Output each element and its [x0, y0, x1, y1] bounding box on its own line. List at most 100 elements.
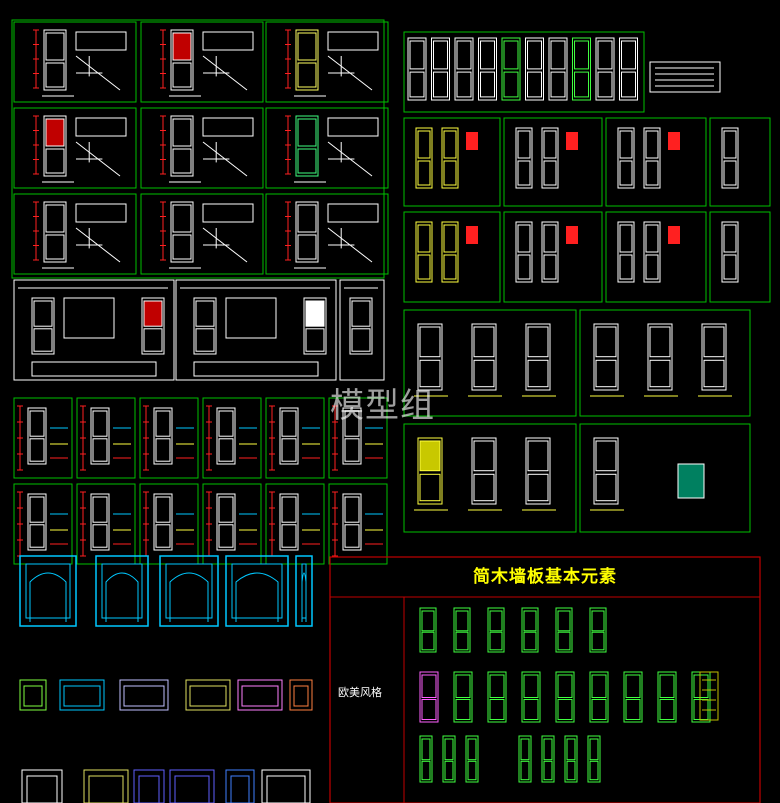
wall-elevation-0-arch — [29, 572, 67, 622]
wall-element-5-inner — [293, 685, 309, 707]
strip-door-5 — [525, 37, 544, 101]
small-door-sheet-0-3 — [202, 397, 262, 479]
small-door-sheet-0-2-door — [153, 407, 173, 465]
wall-panel-1 — [83, 769, 129, 803]
small-door-sheet-0-1-door — [90, 407, 110, 465]
element-door-row3-3-lower-panel — [520, 760, 530, 781]
wall-elevation-3 — [225, 555, 289, 627]
wide-sheet-0-plan — [31, 361, 157, 377]
element-door-row1-3 — [521, 607, 539, 653]
door-sheet-0-2-door — [295, 29, 319, 91]
small-door-sheet-1-2-door — [153, 493, 173, 551]
small-door-sheet-1-3-door — [216, 493, 236, 551]
small-door-sheet-1-0-door — [27, 493, 47, 551]
door-view-sheet-2-door-2-upper-panel — [527, 440, 549, 472]
small-door-sheet-1-4-door — [279, 493, 299, 551]
strip-door-3 — [478, 37, 497, 101]
door-view-sheet-2-door-1 — [471, 437, 497, 505]
wide-sheet-1-door-b-upper-panel — [305, 300, 325, 327]
strip-door-7-upper-panel — [574, 40, 589, 70]
element-door-row2-3-lower-panel — [523, 699, 539, 720]
door-view-sheet-1-door-1-upper-panel — [649, 326, 671, 358]
element-door-row2-3-upper-panel — [523, 674, 539, 698]
wall-element-3 — [185, 679, 231, 711]
pair-sheet-3-door-a-upper-panel — [723, 130, 737, 159]
door-view-sheet-1 — [579, 309, 751, 417]
door-sheet-1-0-door-lower-panel — [45, 148, 65, 174]
strip-door-7-lower-panel — [574, 71, 589, 98]
door-sheet-2-0-door-upper-panel — [45, 204, 65, 233]
small-door-sheet-0-4-door-lower-panel — [281, 438, 297, 462]
element-door-row3-1-lower-panel — [444, 760, 454, 781]
small-door-sheet-1-0-door-lower-panel — [29, 524, 45, 548]
door-sheet-1-2-header — [327, 117, 379, 137]
pair-sheet-6-door-a — [617, 221, 635, 283]
strip-door-4 — [501, 37, 521, 101]
pair-sheet-6-door-b-lower-panel — [645, 254, 659, 280]
wall-elevation-1-arch — [105, 572, 139, 622]
european-style-label: 欧美风格 — [338, 686, 382, 699]
element-door-row3-2-upper-panel — [467, 738, 477, 761]
door-sheet-2-1-door-lower-panel — [172, 234, 192, 260]
door-sheet-2-2-door-lower-panel — [297, 234, 317, 260]
element-door-row2-2 — [487, 671, 507, 723]
door-view-sheet-2-door-1-lower-panel — [473, 473, 495, 502]
strip-door-8-lower-panel — [597, 71, 613, 98]
pair-sheet-5-door-a — [515, 221, 533, 283]
element-door-row2-6-upper-panel — [625, 674, 641, 698]
element-door-row1-5 — [589, 607, 607, 653]
door-view-sheet-1-door-2-lower-panel — [703, 359, 725, 388]
pair-sheet-1-door-a-upper-panel — [517, 130, 531, 159]
door-view-sheet-0-door-0-lower-panel — [419, 359, 441, 388]
small-door-sheet-1-0-door-upper-panel — [29, 496, 45, 523]
door-view-sheet-1-door-0-lower-panel — [595, 359, 617, 388]
pair-sheet-5-door-a-lower-panel — [517, 254, 531, 280]
small-door-sheet-0-1-door-upper-panel — [92, 410, 108, 437]
pair-sheet-5 — [503, 211, 603, 303]
wall-elevation-0 — [19, 555, 77, 627]
door-view-sheet-1-door-0 — [593, 323, 619, 391]
door-sheet-0-0-door-lower-panel — [45, 62, 65, 88]
door-view-sheet-2-door-2 — [525, 437, 551, 505]
wall-element-3-inner — [189, 685, 227, 707]
small-door-sheet-0-1 — [76, 397, 136, 479]
strip-door-1-upper-panel — [433, 40, 448, 70]
door-sheet-1-1-door-upper-panel — [172, 118, 192, 147]
pair-sheet-6-door-b-upper-panel — [645, 224, 659, 253]
door-sheet-1-0-door-upper-panel — [45, 118, 65, 147]
strip-door-3-upper-panel — [480, 40, 495, 70]
door-sheet-1-2-door — [295, 115, 319, 177]
door-view-sheet-3-door-0 — [593, 437, 619, 505]
door-sheet-0-1-header — [202, 31, 254, 51]
wall-elevation-4-inner — [301, 563, 307, 619]
strip-door-6 — [548, 37, 568, 101]
pair-sheet-0 — [403, 117, 501, 207]
element-door-row3-3-upper-panel — [520, 738, 530, 761]
pair-sheet-3-door-a — [721, 127, 739, 189]
element-door-row1-2-upper-panel — [489, 610, 503, 632]
strip-door-3-lower-panel — [480, 71, 495, 98]
element-door-row1-0 — [419, 607, 437, 653]
wide-sheet-0-door-a — [31, 297, 55, 355]
small-door-sheet-0-0-door-lower-panel — [29, 438, 45, 462]
strip-door-9-lower-panel — [621, 71, 636, 98]
pair-sheet-4-door-a — [415, 221, 433, 283]
door-sheet-0-1-door — [170, 29, 194, 91]
element-door-row2-4 — [555, 671, 575, 723]
door-sheet-1-0 — [13, 107, 137, 189]
wall-elevation-1 — [95, 555, 149, 627]
pair-sheet-5-door-b — [541, 221, 559, 283]
strip-door-6-lower-panel — [550, 71, 566, 98]
pair-sheet-4-door-b-lower-panel — [443, 254, 457, 280]
pair-sheet-7-door-a-lower-panel — [723, 254, 737, 280]
door-view-sheet-3-door-0-upper-panel — [595, 440, 617, 472]
door-view-sheet-3-door-0-lower-panel — [595, 473, 617, 502]
small-door-sheet-0-5-door-upper-panel — [344, 410, 360, 437]
strip-door-4-upper-panel — [503, 40, 519, 70]
door-sheet-2-2 — [265, 193, 389, 275]
wide-sheet-0-section — [63, 297, 115, 339]
strip-door-9-upper-panel — [621, 40, 636, 70]
small-door-sheet-1-1-door — [90, 493, 110, 551]
wall-element-4-inner — [241, 685, 279, 707]
wide-sheet-1-section — [225, 297, 277, 339]
